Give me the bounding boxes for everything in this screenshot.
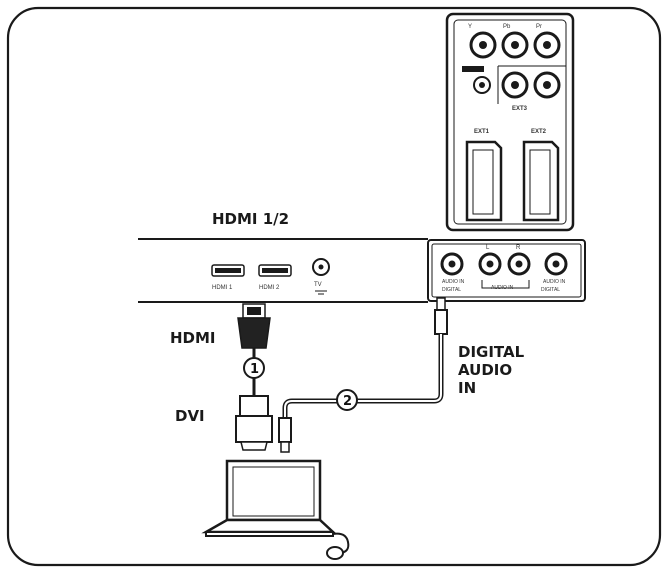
component-pr-jack <box>533 31 561 59</box>
bottom-connector-strip <box>138 238 586 303</box>
dvi-plug-label: DVI <box>175 407 205 425</box>
audio-lr-group-label: AUDIO IN <box>491 285 514 291</box>
step1-marker: 1 <box>243 357 265 379</box>
ext3-label: EXT3 <box>512 106 528 112</box>
digital-audio-label-line1: DIGITAL <box>458 343 525 361</box>
laptop <box>201 459 350 560</box>
step2-number: 2 <box>343 394 352 409</box>
side-connector-panel: Y Pb Pr EXT3 EXT1 EXT2 <box>445 12 575 232</box>
hdmi1-port-label: HDMI 1 <box>212 285 233 291</box>
hdmi1-port: HDMI 1 <box>211 264 245 291</box>
hdmi-plug-label: HDMI <box>170 329 216 347</box>
hdmi2-port: HDMI 2 <box>258 264 292 291</box>
digital-in-label-top: AUDIO IN <box>442 279 465 285</box>
digital-out-label: DIGITAL <box>541 287 560 293</box>
ext1-label: EXT1 <box>474 129 490 135</box>
antenna-port-label: TV <box>314 282 322 288</box>
audio-l-bottom-jack: L <box>478 245 502 276</box>
scart-ext2 <box>522 140 560 222</box>
digital-in-jack: AUDIO IN DIGITAL <box>440 252 465 293</box>
hdmi-port-group-label: HDMI 1/2 <box>212 210 289 228</box>
audio-r-label: R <box>516 245 521 251</box>
audio-l-label: L <box>486 245 490 251</box>
digital-in-label: DIGITAL <box>442 287 461 293</box>
digital-out-jack: AUDIO IN DIGITAL <box>541 252 568 293</box>
digital-audio-plug-bottom <box>278 417 292 453</box>
audio-l-jack <box>501 71 529 99</box>
digital-audio-plug-top <box>434 297 448 335</box>
hdmi-plug <box>237 303 271 349</box>
step2-marker: 2 <box>336 389 358 411</box>
y-label: Y <box>468 24 472 30</box>
pb-label: Pb <box>503 24 511 30</box>
dvi-plug <box>235 395 273 451</box>
digital-audio-label-line3: IN <box>458 379 476 397</box>
component-y-jack <box>469 31 497 59</box>
audio-r-jack <box>533 71 561 99</box>
digital-out-label-top: AUDIO IN <box>543 279 566 285</box>
ext2-label: EXT2 <box>531 129 547 135</box>
scart-ext1 <box>465 140 503 222</box>
audio-in-jack <box>462 66 491 94</box>
hdmi2-port-label: HDMI 2 <box>259 285 280 291</box>
step1-number: 1 <box>250 362 259 377</box>
audio-r-bottom-jack: R <box>507 245 531 276</box>
digital-audio-label-line2: AUDIO <box>458 361 512 379</box>
antenna-port: TV <box>312 258 330 295</box>
component-pb-jack <box>501 31 529 59</box>
pr-label: Pr <box>536 24 542 30</box>
